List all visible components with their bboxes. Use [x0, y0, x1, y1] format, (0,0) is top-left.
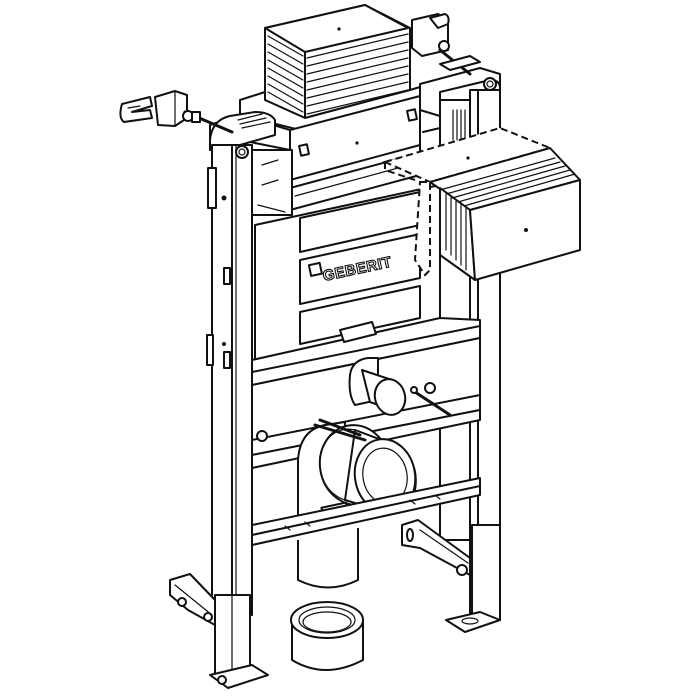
floor-foot-left	[209, 594, 269, 689]
floor-foot-right	[445, 524, 501, 633]
connector-sleeve	[290, 601, 364, 671]
wall-bracket-top-left	[119, 90, 234, 134]
middle-crossbar	[251, 317, 481, 386]
water-supply-inlet	[348, 357, 452, 417]
actuator-plate-cutout: GEBERIT	[254, 184, 441, 361]
cistern-top-cover	[264, 4, 411, 119]
drain-pipe	[297, 528, 359, 589]
dashed-inspection-box	[382, 126, 581, 281]
left-frame-upright	[206, 111, 293, 616]
wall-bracket-bottom-left	[169, 573, 216, 626]
wall-bracket-top-right	[411, 13, 481, 76]
wall-bracket-bottom-right	[401, 519, 471, 576]
lower-crossbar	[251, 477, 481, 546]
